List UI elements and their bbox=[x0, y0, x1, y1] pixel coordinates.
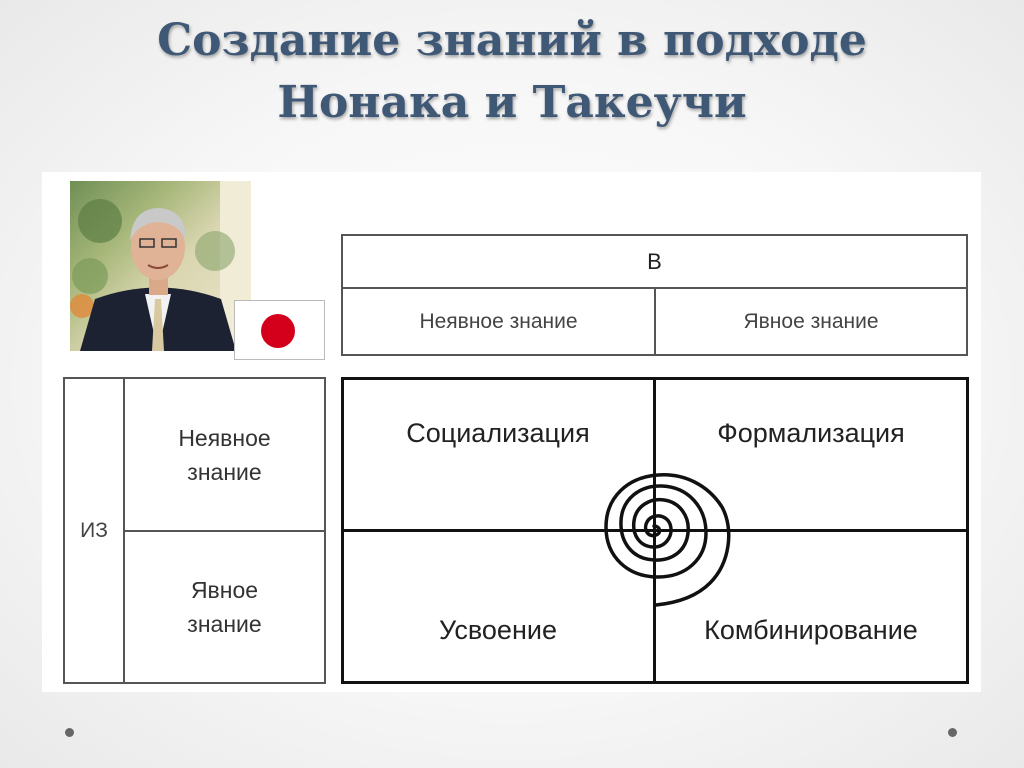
matrix-horizontal-divider bbox=[342, 529, 968, 532]
slide-title: Создание знаний в подходе Нонака и Такеу… bbox=[0, 10, 1024, 134]
person-photo-drawing bbox=[70, 181, 251, 351]
title-line-1: Создание знаний в подходе bbox=[157, 15, 867, 66]
spiral-icon bbox=[604, 473, 731, 607]
column-header-tacit: Неявное знание bbox=[341, 287, 656, 356]
row-header-tacit-line2: знание bbox=[187, 458, 262, 485]
japan-flag-icon bbox=[234, 300, 325, 360]
quadrant-internalization: Усвоение bbox=[344, 602, 652, 658]
column-header-explicit: Явное знание bbox=[654, 287, 968, 356]
flag-red-disc bbox=[261, 314, 295, 348]
row-header-tacit: Неявное знание bbox=[123, 377, 326, 532]
row-header-explicit-line2: знание bbox=[187, 611, 262, 637]
quadrant-socialization-label: Социализация bbox=[406, 417, 590, 448]
quadrant-externalization-label: Формализация bbox=[717, 417, 905, 448]
column-header-tacit-label: Неявное знание bbox=[419, 309, 578, 333]
row-header-explicit-line1: Явное bbox=[190, 577, 259, 603]
quadrant-combination-label: Комбинирование bbox=[704, 614, 918, 645]
quadrant-externalization: Формализация bbox=[656, 405, 966, 461]
column-header-to: В bbox=[341, 234, 968, 289]
nav-dot-left bbox=[65, 728, 74, 737]
row-header-tacit-line1: Неявное bbox=[178, 424, 271, 451]
quadrant-socialization: Социализация bbox=[344, 405, 652, 461]
quadrant-combination: Комбинирование bbox=[656, 602, 966, 658]
column-header-to-label: В bbox=[647, 248, 662, 274]
nav-dot-right bbox=[948, 728, 957, 737]
row-header-explicit: Явное знание bbox=[123, 530, 326, 684]
person-photo bbox=[70, 181, 251, 351]
row-header-from: ИЗ bbox=[63, 377, 125, 684]
row-header-from-label: ИЗ bbox=[80, 518, 108, 542]
quadrant-internalization-label: Усвоение bbox=[439, 614, 557, 645]
column-header-explicit-label: Явное знание bbox=[743, 309, 879, 333]
title-line-2: Нонака и Такеучи bbox=[277, 77, 747, 128]
